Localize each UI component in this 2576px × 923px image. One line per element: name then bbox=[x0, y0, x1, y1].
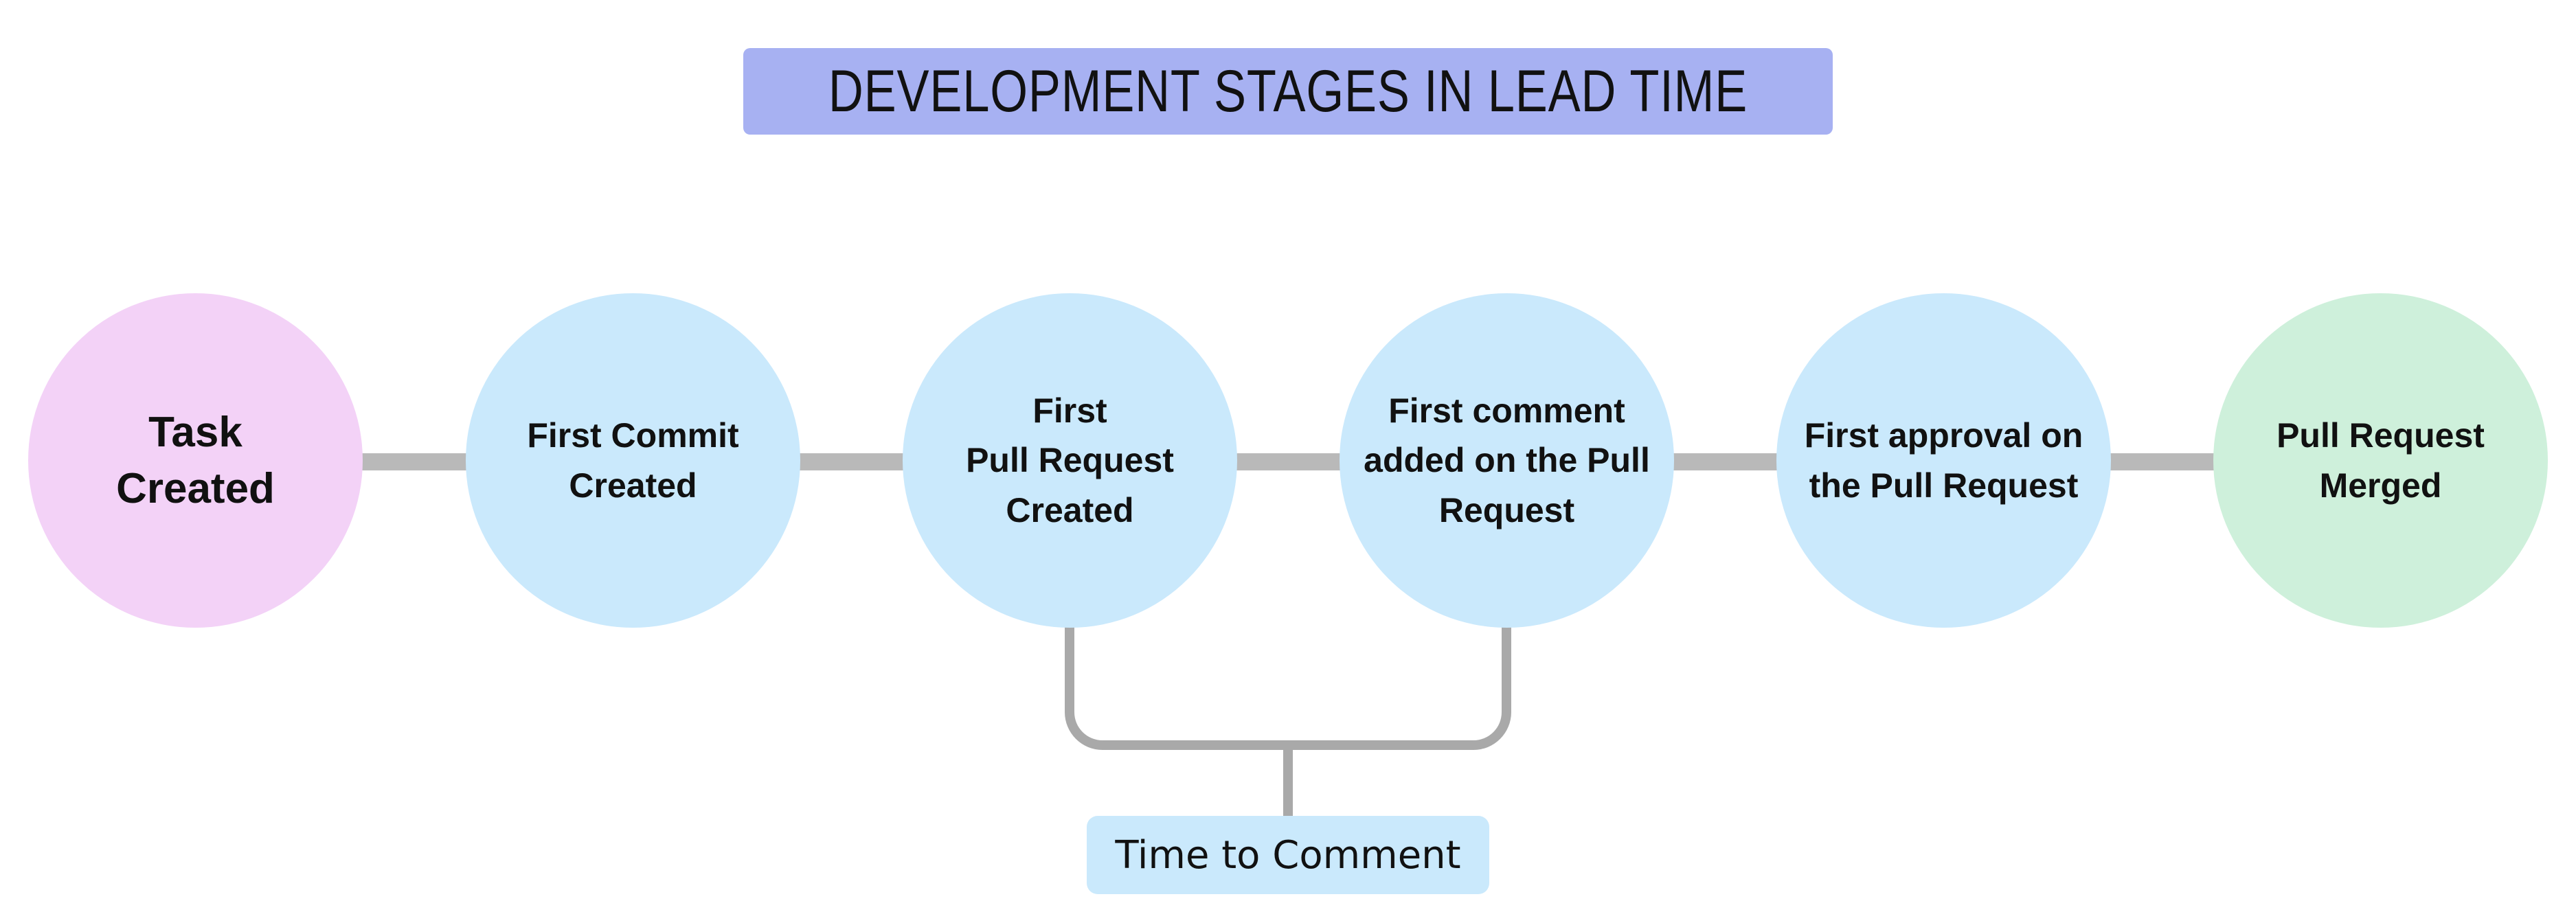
diagram-title-box: DEVELOPMENT STAGES IN LEAD TIME bbox=[743, 48, 1833, 135]
stage-node-first-pull-request-created: First Pull Request Created bbox=[903, 293, 1237, 628]
stage-label-first-commit-created: First Commit Created bbox=[527, 416, 739, 505]
stage-label-task-created: Task Created bbox=[116, 408, 275, 512]
stage-node-task-created: Task Created bbox=[28, 293, 363, 628]
time-to-comment-bracket bbox=[1065, 604, 1511, 750]
stage-node-first-commit-created: First Commit Created bbox=[466, 293, 800, 628]
stage-label-first-pull-request-created: First Pull Request Created bbox=[966, 391, 1174, 529]
stage-node-pull-request-merged: Pull Request Merged bbox=[2213, 293, 2548, 628]
stage-node-first-comment-added: First comment added on the Pull Request bbox=[1340, 293, 1674, 628]
diagram-title: DEVELOPMENT STAGES IN LEAD TIME bbox=[828, 58, 1748, 124]
time-to-comment-label: Time to Comment bbox=[1087, 816, 1489, 894]
stage-node-first-approval: First approval on the Pull Request bbox=[1776, 293, 2111, 628]
stage-label-first-approval: First approval on the Pull Request bbox=[1804, 416, 2083, 505]
stage-label-pull-request-merged: Pull Request Merged bbox=[2276, 416, 2485, 505]
time-to-comment-text: Time to Comment bbox=[1115, 832, 1461, 878]
stage-label-first-comment-added: First comment added on the Pull Request bbox=[1364, 391, 1650, 529]
bracket-stem-line bbox=[1283, 749, 1293, 817]
